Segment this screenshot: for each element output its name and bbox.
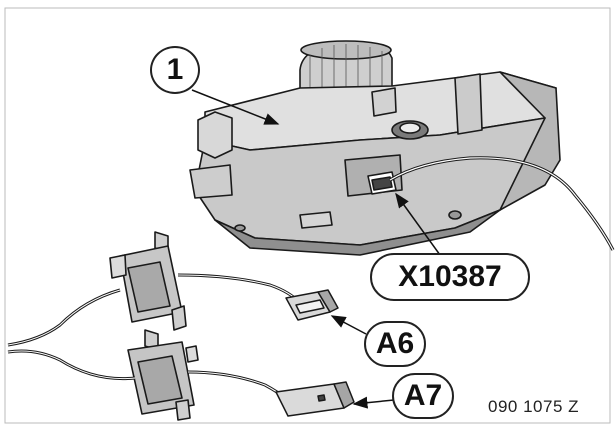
- leader-x10387: [395, 192, 441, 256]
- figure-reference-code: 090 1075 Z: [488, 397, 580, 416]
- leader-a6: [330, 315, 367, 335]
- callout-a6: A6: [364, 321, 426, 367]
- leader-a7: [352, 396, 395, 409]
- callout-part-1: 1: [150, 46, 200, 94]
- frame-border: [4, 7, 611, 424]
- a6-plug: [285, 289, 339, 321]
- a7-plug: [275, 381, 355, 417]
- upper-connector-block: [109, 231, 187, 331]
- callout-a7: A7: [392, 373, 454, 419]
- wire-to-a7: [187, 370, 286, 400]
- callout-x10387: X10387: [370, 253, 530, 301]
- leader-1: [191, 89, 280, 125]
- lower-connector-block: [127, 329, 199, 421]
- control-unit-housing: [189, 40, 561, 256]
